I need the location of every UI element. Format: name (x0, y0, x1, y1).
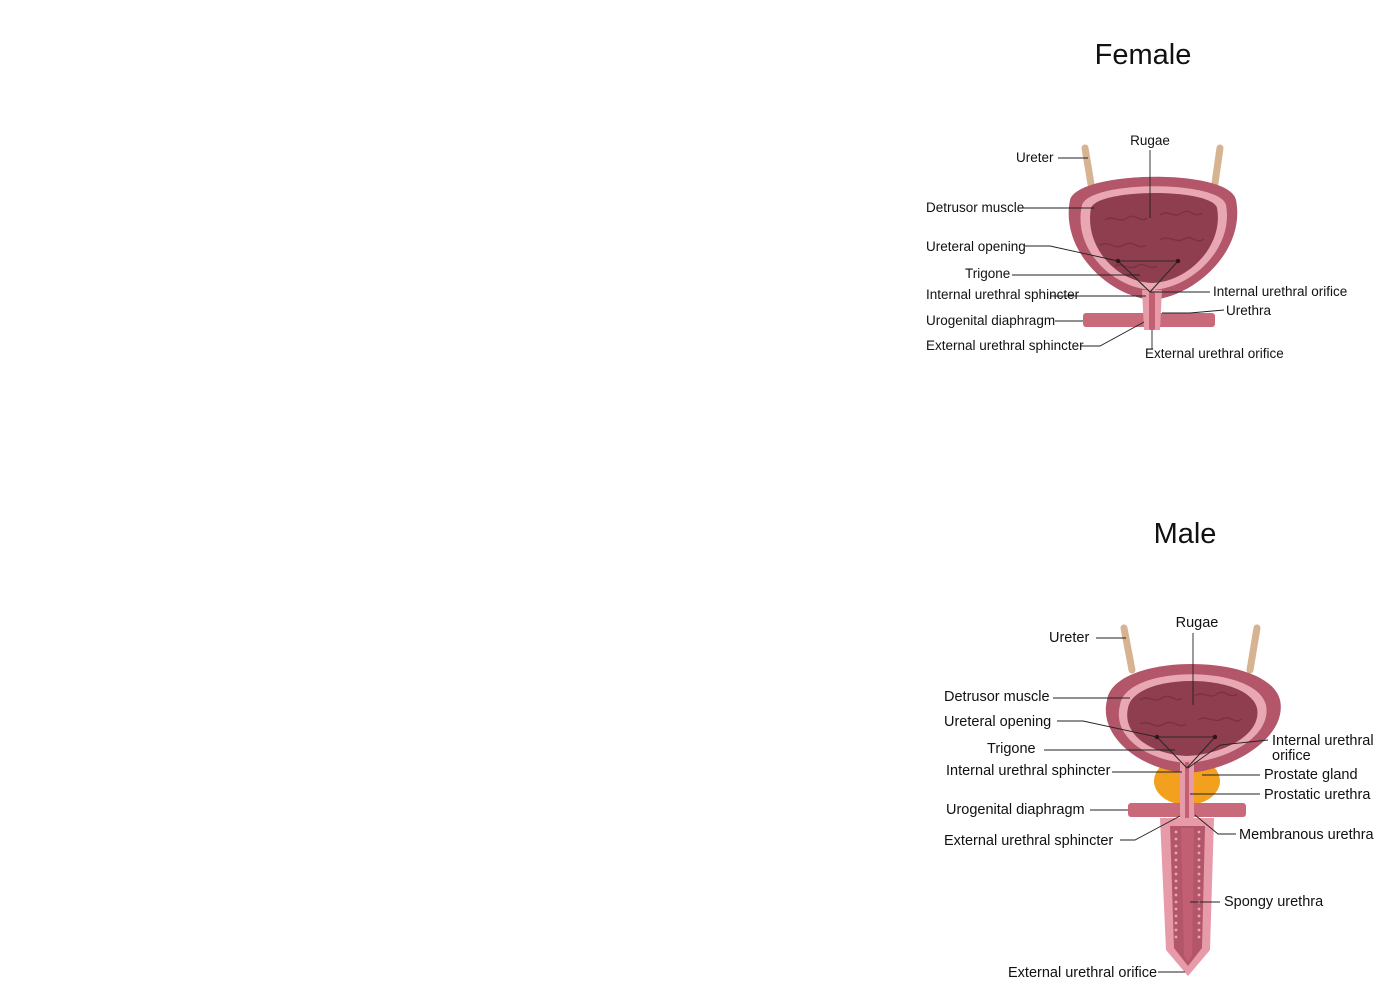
female-label-detrusor: Detrusor muscle (926, 200, 1024, 215)
male-label-membranous: Membranous urethra (1239, 827, 1375, 843)
shaft-dot (1174, 935, 1178, 939)
shaft-dot (1197, 830, 1201, 834)
female-label-rugae: Rugae (1130, 133, 1170, 148)
female-title: Female (1095, 39, 1192, 71)
shaft-dot (1174, 865, 1178, 869)
male-label-ureteral-opening: Ureteral opening (944, 714, 1051, 730)
shaft-dot (1197, 893, 1201, 897)
male-leaders (1044, 633, 1269, 973)
female-label-trigone: Trigone (965, 266, 1010, 281)
male-label-trigone: Trigone (987, 741, 1036, 757)
male-label-prostatic: Prostatic urethra (1264, 787, 1371, 803)
male-label-rugae: Rugae (1176, 615, 1219, 631)
male-trigone (1155, 736, 1217, 769)
shaft-dot (1197, 921, 1201, 925)
shaft-dot (1174, 886, 1178, 890)
male-label-ext-orifice: External urethral orifice (1008, 965, 1157, 981)
shaft-dot (1174, 830, 1178, 834)
shaft-dot (1174, 851, 1178, 855)
male-figure: Male (944, 518, 1375, 981)
female-label-ext-orifice: External urethral orifice (1145, 346, 1284, 361)
female-label-ureter: Ureter (1016, 150, 1054, 165)
shaft-dot (1174, 928, 1178, 932)
shaft-dot (1197, 858, 1201, 862)
shaft-dot (1197, 844, 1201, 848)
shaft-dot (1197, 914, 1201, 918)
shaft-dot (1174, 900, 1178, 904)
shaft-dot (1174, 844, 1178, 848)
female-ureters (1081, 144, 1224, 194)
male-label-ureter: Ureter (1049, 630, 1089, 646)
male-label-prostate: Prostate gland (1264, 767, 1358, 783)
shaft-dot (1197, 928, 1201, 932)
shaft-dot (1174, 837, 1178, 841)
shaft-dot (1197, 907, 1201, 911)
shaft-dot (1197, 851, 1201, 855)
male-label-detrusor: Detrusor muscle (944, 689, 1050, 705)
male-label-ext-sphincter: External urethral sphincter (944, 833, 1113, 849)
male-label-int-orifice-1: Internal urethral (1272, 733, 1374, 749)
shaft-dot (1174, 872, 1178, 876)
female-label-ext-sphincter: External urethral sphincter (926, 338, 1084, 353)
shaft-dot (1197, 886, 1201, 890)
male-label-spongy: Spongy urethra (1224, 894, 1324, 910)
shaft-dot (1174, 907, 1178, 911)
shaft-dot (1197, 837, 1201, 841)
male-label-int-orifice-2: orifice (1272, 748, 1311, 764)
male-title: Male (1154, 518, 1217, 550)
female-figure: Female (926, 39, 1347, 361)
male-ureters (1120, 624, 1261, 674)
female-label-urogenital: Urogenital diaphragm (926, 313, 1055, 328)
shaft-dot (1197, 879, 1201, 883)
male-shaft-dots (1174, 830, 1201, 939)
shaft-dot (1174, 858, 1178, 862)
shaft-dot (1174, 921, 1178, 925)
female-label-ureteral-opening: Ureteral opening (926, 239, 1026, 254)
shaft-dot (1197, 935, 1201, 939)
shaft-dot (1174, 893, 1178, 897)
shaft-dot (1174, 879, 1178, 883)
shaft-dot (1197, 865, 1201, 869)
shaft-dot (1197, 872, 1201, 876)
shaft-dot (1174, 914, 1178, 918)
male-label-urogenital: Urogenital diaphragm (946, 802, 1085, 818)
male-rugae (1139, 691, 1243, 727)
female-leaders (1012, 150, 1225, 349)
female-label-int-sphincter: Internal urethral sphincter (926, 287, 1080, 302)
female-label-urethra: Urethra (1226, 303, 1272, 318)
female-label-int-orifice: Internal urethral orifice (1213, 284, 1347, 299)
female-trigone (1116, 260, 1180, 293)
male-label-int-sphincter: Internal urethral sphincter (946, 763, 1111, 779)
